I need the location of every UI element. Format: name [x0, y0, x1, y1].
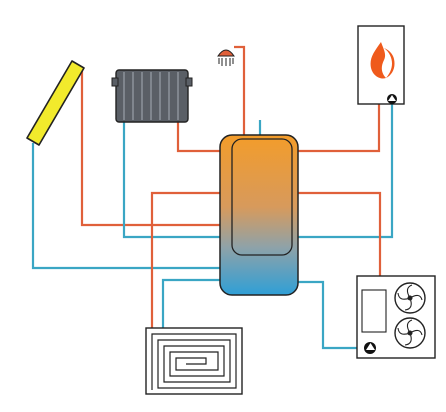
underfloor-coil-icon — [145, 327, 243, 395]
floor-hot-pipe — [150, 191, 222, 330]
solar-hot-pipe — [80, 67, 222, 227]
solar-panel-icon — [26, 60, 85, 146]
shower-pipe — [234, 45, 246, 135]
tank-inner-coil — [231, 138, 293, 256]
buffer-tank-icon — [219, 134, 299, 296]
pipes — [31, 45, 394, 350]
fan-icon — [394, 282, 426, 314]
heat-pump-panel — [361, 289, 387, 333]
heat-pump-unit — [356, 275, 436, 359]
solar-cold-pipe — [31, 143, 222, 270]
boiler-unit — [357, 25, 405, 105]
heat-pump-pump-icon — [364, 342, 376, 354]
floor-cold-pipe — [161, 278, 232, 330]
heatpump-hot-pipe — [296, 191, 382, 276]
boiler-hot-pipe — [296, 103, 381, 153]
radiator-hot-pipe — [176, 121, 222, 153]
flame-icon — [370, 42, 395, 79]
radiator-icon — [111, 69, 193, 123]
heatpump-cold-pipe — [296, 280, 358, 350]
radiator-cold-pipe — [122, 121, 222, 239]
boiler-cold-pipe — [296, 103, 394, 239]
boiler-pump-icon — [387, 94, 397, 104]
shower-head-icon — [217, 49, 235, 66]
fan-icon — [394, 317, 426, 349]
